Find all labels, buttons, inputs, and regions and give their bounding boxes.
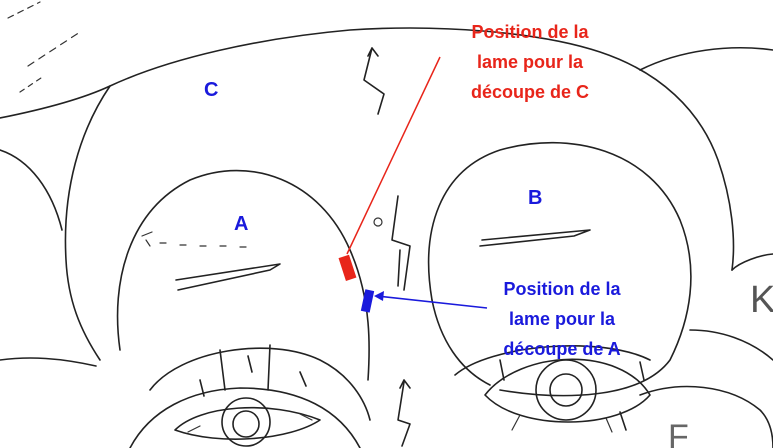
blue-pointer-line <box>376 295 488 309</box>
red-annotation: Position de la lame pour la découpe de C <box>471 22 590 102</box>
blue-annotation-line-2: lame pour la <box>509 309 616 329</box>
region-c-label: C <box>204 79 218 101</box>
right-lobe-k <box>731 253 773 271</box>
region-a-left-tick <box>141 231 153 247</box>
right-lobe-lower <box>689 329 773 361</box>
partial-letter-k: K <box>750 279 773 321</box>
red-annotation-line-2: lame pour la <box>477 52 584 72</box>
region-a-zigzag <box>175 263 281 291</box>
right-eye-structure <box>454 345 651 433</box>
region-a-dots <box>159 242 247 248</box>
blue-annotation-line-1: Position de la <box>503 279 621 299</box>
partial-letter-f: F <box>668 418 689 448</box>
blue-annotation: Position de la lame pour la découpe de A <box>503 279 621 359</box>
red-pointer-line <box>346 56 441 255</box>
region-b-outline <box>427 141 692 397</box>
central-arrow-middle <box>391 195 411 291</box>
blue-pointer-arrowhead <box>374 291 384 301</box>
blue-blade-marker <box>360 289 375 313</box>
red-annotation-line-1: Position de la <box>471 22 589 42</box>
left-outer-curve <box>0 149 63 231</box>
right-outer-lobe <box>639 46 773 71</box>
region-a-label: A <box>234 213 248 235</box>
region-b-zigzag <box>479 229 591 247</box>
region-b-label: B <box>528 187 542 209</box>
small-circle <box>373 217 383 227</box>
red-annotation-line-3: découpe de C <box>471 82 589 102</box>
central-arrow-top <box>363 47 385 115</box>
central-lower-marks <box>397 249 411 447</box>
blue-annotation-line-3: découpe de A <box>503 339 620 359</box>
left-lower-curve <box>0 357 97 367</box>
region-f-outline <box>639 385 773 448</box>
region-b-left-edge <box>431 299 491 386</box>
region-c-left-edge <box>64 85 111 361</box>
red-blade-marker <box>338 254 357 281</box>
dashed-marks <box>7 1 81 93</box>
region-c-outline <box>0 27 735 271</box>
left-eye-structure <box>129 344 371 448</box>
